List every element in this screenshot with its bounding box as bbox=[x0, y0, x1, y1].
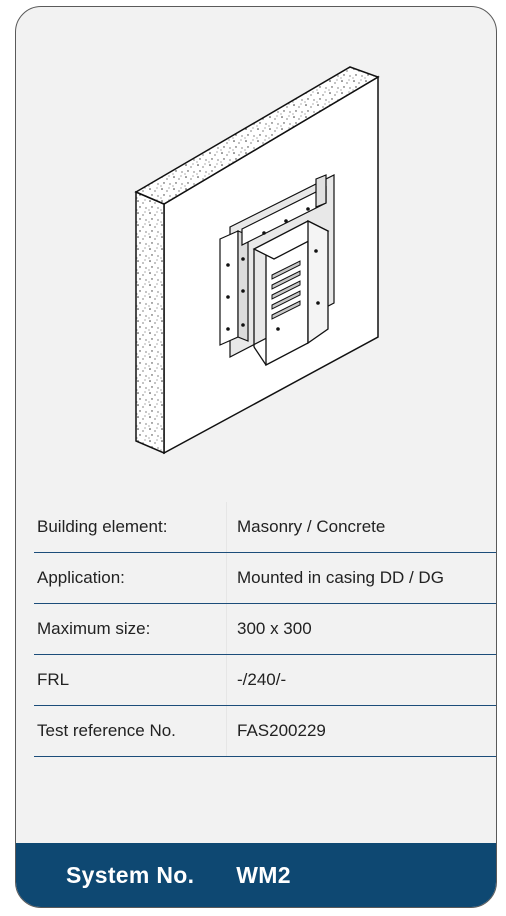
spec-label: Maximum size: bbox=[34, 604, 227, 654]
spec-label: Application: bbox=[34, 553, 227, 603]
spec-value: FAS200229 bbox=[237, 721, 326, 740]
wall-damper-illustration bbox=[134, 66, 380, 455]
spec-table: Building element: Masonry / Concrete App… bbox=[34, 502, 496, 757]
damper-casing-side bbox=[307, 219, 329, 345]
system-card: Building element: Masonry / Concrete App… bbox=[15, 6, 497, 908]
spec-label: Building element: bbox=[34, 502, 227, 552]
spec-row-test-reference: Test reference No. FAS200229 bbox=[34, 706, 496, 757]
spec-row-frl: FRL -/240/- bbox=[34, 655, 496, 706]
spec-value: 300 x 300 bbox=[237, 619, 312, 638]
system-number-code: WM2 bbox=[236, 861, 291, 888]
spec-row-application: Application: Mounted in casing DD / DG bbox=[34, 553, 496, 604]
spec-label: FRL bbox=[34, 655, 227, 705]
system-number-label: System No. bbox=[66, 861, 195, 888]
wall-side-speckle bbox=[135, 190, 165, 455]
wall-top-speckle bbox=[134, 66, 380, 205]
spec-row-maximum-size: Maximum size: 300 x 300 bbox=[34, 604, 496, 655]
spec-value: -/240/- bbox=[237, 670, 287, 689]
spec-value: Mounted in casing DD / DG bbox=[237, 568, 444, 587]
spec-row-building-element: Building element: Masonry / Concrete bbox=[34, 502, 496, 553]
spec-label: Test reference No. bbox=[34, 706, 227, 756]
system-number-bar: System No. WM2 bbox=[16, 843, 496, 907]
damper-blades bbox=[271, 260, 301, 320]
spec-value: Masonry / Concrete bbox=[237, 517, 386, 536]
